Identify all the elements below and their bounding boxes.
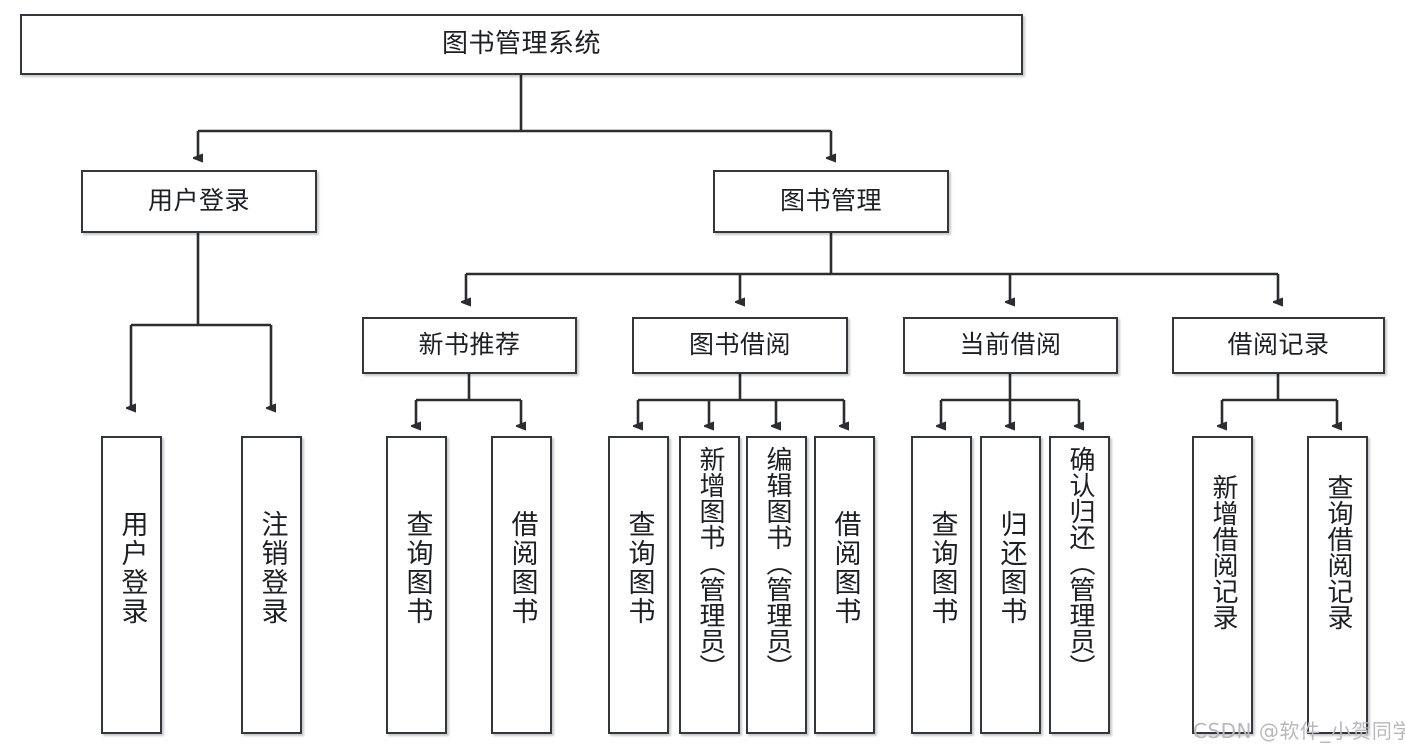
node-book-manage[interactable]: 图书管理 xyxy=(713,170,949,233)
leaf-borrow-book-2-label: 借阅图书 xyxy=(829,510,861,626)
node-user-login-label: 用户登录 xyxy=(147,186,250,216)
leaf-add-record[interactable]: 新增借阅记录 xyxy=(1192,436,1253,734)
leaf-query-book-3-label: 查询图书 xyxy=(926,510,958,626)
leaf-query-book-1-label: 查询图书 xyxy=(401,510,433,626)
node-new-book-recommend[interactable]: 新书推荐 xyxy=(362,317,577,374)
node-current-borrow-label: 当前借阅 xyxy=(959,330,1062,360)
leaf-borrow-book-2[interactable]: 借阅图书 xyxy=(814,436,875,734)
node-current-borrow[interactable]: 当前借阅 xyxy=(903,317,1118,374)
leaf-borrow-book-1-label: 借阅图书 xyxy=(506,510,538,626)
leaf-edit-book-label: 编辑图书（管理员） xyxy=(762,446,793,680)
leaf-user-login-label: 用户登录 xyxy=(116,510,148,626)
leaf-logout[interactable]: 注销登录 xyxy=(241,436,302,734)
leaf-user-login[interactable]: 用户登录 xyxy=(101,436,162,734)
leaf-add-record-label: 新增借阅记录 xyxy=(1208,474,1239,630)
leaf-logout-label: 注销登录 xyxy=(256,510,288,626)
leaf-query-book-3[interactable]: 查询图书 xyxy=(911,436,972,734)
node-book-manage-label: 图书管理 xyxy=(779,186,882,216)
node-borrow-record-label: 借阅记录 xyxy=(1227,330,1330,360)
leaf-add-book-label: 新增图书（管理员） xyxy=(695,446,726,680)
leaf-confirm-return-label: 确认归还（管理员） xyxy=(1065,446,1096,680)
node-root[interactable]: 图书管理系统 xyxy=(20,14,1023,75)
node-book-borrow[interactable]: 图书借阅 xyxy=(632,317,848,374)
leaf-query-book-2-label: 查询图书 xyxy=(623,510,655,626)
leaf-return-book-label: 归还图书 xyxy=(995,510,1027,626)
leaf-query-record[interactable]: 查询借阅记录 xyxy=(1307,436,1368,734)
node-new-book-recommend-label: 新书推荐 xyxy=(418,330,521,360)
node-borrow-record[interactable]: 借阅记录 xyxy=(1172,317,1385,374)
leaf-borrow-book-1[interactable]: 借阅图书 xyxy=(491,436,552,734)
leaf-query-book-2[interactable]: 查询图书 xyxy=(608,436,669,734)
node-book-borrow-label: 图书借阅 xyxy=(688,330,791,360)
node-user-login[interactable]: 用户登录 xyxy=(81,170,317,233)
leaf-edit-book[interactable]: 编辑图书（管理员） xyxy=(746,436,807,734)
watermark-text: CSDN @软件_小贺同学 xyxy=(1193,719,1405,743)
leaf-return-book[interactable]: 归还图书 xyxy=(980,436,1041,734)
leaf-confirm-return[interactable]: 确认归还（管理员） xyxy=(1049,436,1110,734)
leaf-query-book-1[interactable]: 查询图书 xyxy=(386,436,447,734)
node-root-label: 图书管理系统 xyxy=(441,28,601,59)
leaf-query-record-label: 查询借阅记录 xyxy=(1323,474,1354,630)
leaf-add-book[interactable]: 新增图书（管理员） xyxy=(679,436,740,734)
